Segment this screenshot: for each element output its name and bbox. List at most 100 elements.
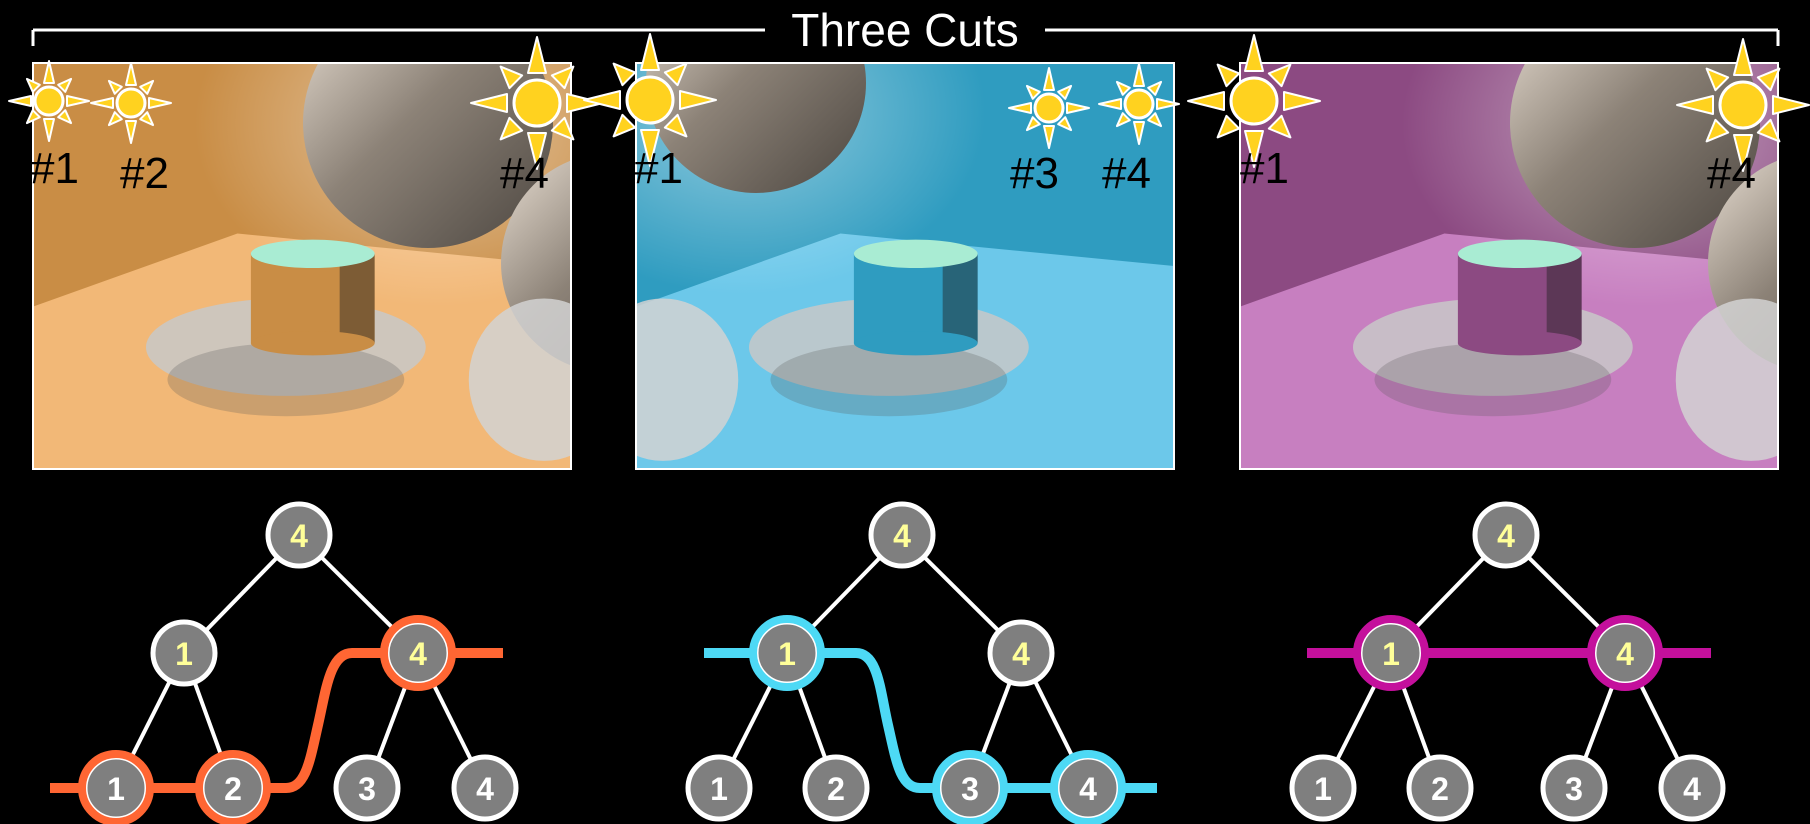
node-label: 4 [1497,518,1515,554]
sun-icon [8,60,90,142]
cylinder-top [1457,239,1582,269]
node-label: 3 [961,771,979,807]
light-label: #1 [634,144,683,193]
tree-node: 4 [265,501,333,569]
tree-node: 4 [868,501,936,569]
node-label: 1 [710,771,728,807]
node-circle [1658,754,1726,822]
tree-node: 4 [987,619,1055,687]
scene [1240,63,1778,469]
node-label: 4 [1683,771,1701,807]
cut-node-ring [932,750,1008,824]
cast-shadow [770,343,1008,417]
node-label: 2 [1431,771,1449,807]
tree-node: 1 [685,754,753,822]
sun-icon [90,62,172,144]
node-circle [802,754,870,822]
light-label: #4 [500,149,549,198]
panel-frame [635,62,1175,470]
light-tree-cut-1: 4 1 4 1 2 3 4 [50,501,519,824]
shadow-region [636,298,739,461]
cylinder-top [250,239,375,269]
shadow-region [468,298,571,461]
sun-icon [1676,38,1810,172]
tree-node: 1 [150,619,218,687]
node-circle [1289,754,1357,822]
tree-node: 1 [749,615,825,691]
sphere [303,63,553,248]
cylinder-base [1457,330,1582,356]
node-circle [451,754,519,822]
title-bracket [31,28,1780,46]
node-label: 4 [1079,771,1097,807]
node-circle [1472,501,1540,569]
node-label: 1 [778,636,796,672]
light-label: #1 [1240,144,1289,193]
light-label: #4 [1707,149,1756,198]
node-label: 1 [107,771,125,807]
node-circle [333,754,401,822]
tree-node: 1 [1289,754,1357,822]
cut-node-ring [380,615,456,691]
node-label: 4 [1012,636,1030,672]
light-tree-cut-3: 4 1 4 1 2 3 4 [1289,501,1726,822]
node-circle [1406,754,1474,822]
cut-node-ring [749,615,825,691]
cut-node-ring [1353,615,1429,691]
node-label: 1 [1314,771,1332,807]
node-label: 1 [175,636,193,672]
node-label: 4 [476,771,494,807]
tree-node: 1 [78,750,154,824]
node-label: 3 [358,771,376,807]
node-circle [987,619,1055,687]
light-label: #3 [1010,149,1059,198]
light-label: #1 [30,144,79,193]
node-label: 4 [893,518,911,554]
cylinder-base [250,330,375,356]
node-label: 2 [224,771,242,807]
cut-node-ring [78,750,154,824]
cylinder-body [1457,253,1582,344]
sun-icon [470,36,604,170]
cylinder-base [853,330,978,356]
cut-line [704,648,1157,793]
shadow-region [1675,298,1778,461]
tree-node: 2 [195,750,271,824]
sun-icon [1098,63,1180,145]
tree-node: 2 [1406,754,1474,822]
sun-icon [1008,67,1090,149]
tree-node: 1 [1353,615,1429,691]
scene [636,63,1174,469]
node-circle [685,754,753,822]
node-label: 1 [1382,636,1400,672]
node-circle [868,501,936,569]
node-label: 3 [1565,771,1583,807]
node-label: 4 [290,518,308,554]
render-panel-cut-3: #1 #4 [1187,34,1810,470]
cylinder-shade [1546,253,1582,344]
node-circle [150,619,218,687]
tree-node: 4 [451,754,519,822]
cylinder-body [853,253,978,344]
cylinder-shade [942,253,978,344]
panel-frame [32,62,572,470]
light-tree-cut-2: 4 1 4 1 2 3 4 [685,501,1157,824]
node-label: 4 [1616,636,1634,672]
cut-node-ring [1050,750,1126,824]
sun-icon [583,33,717,167]
light-label: #4 [1102,149,1151,198]
light-label: #2 [120,149,169,198]
panel-frame [1239,62,1779,470]
render-panel-cut-1: #1 #2 #4 [8,36,604,470]
cut-line [50,648,503,793]
node-circle [1540,754,1608,822]
cut-node-ring [195,750,271,824]
cylinder-body [250,253,375,344]
tree-node: 3 [932,750,1008,824]
cylinder-shade [339,253,375,344]
tree-node: 4 [1587,615,1663,691]
tree-node: 2 [802,754,870,822]
tree-node: 4 [380,615,456,691]
cast-shadow [167,343,405,417]
